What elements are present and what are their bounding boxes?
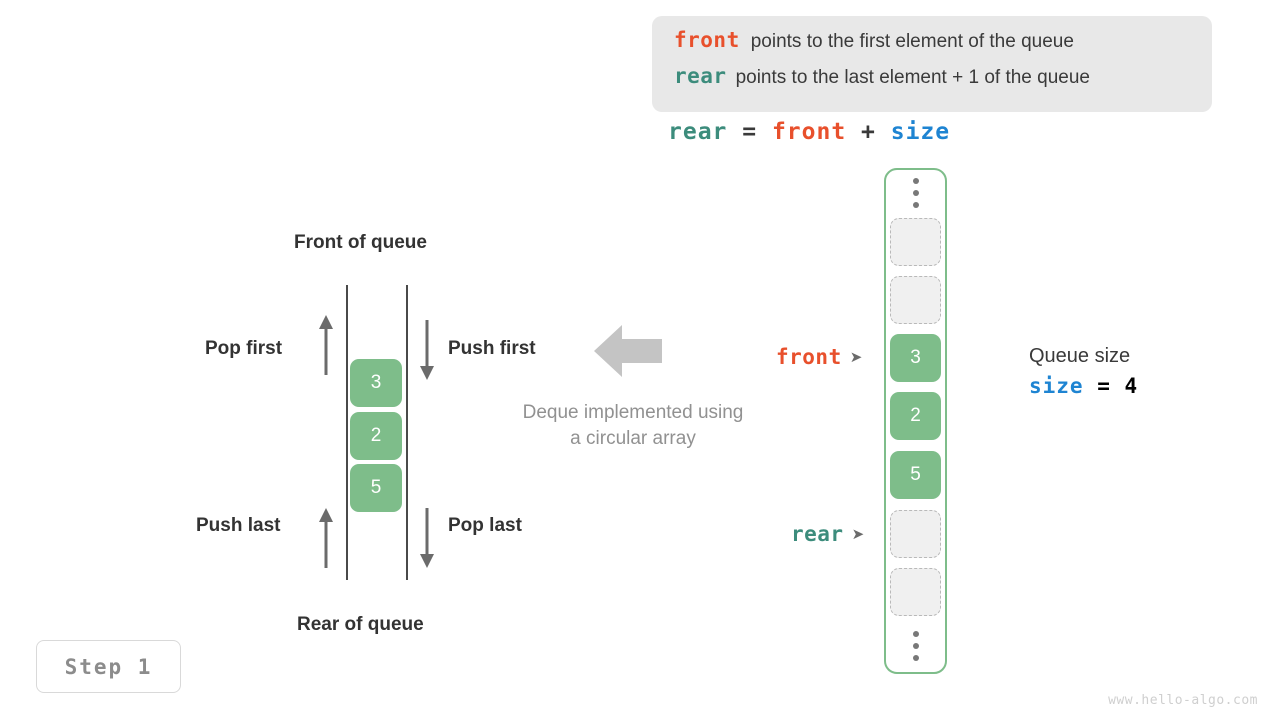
legend-row-front: front points to the first element of the… (674, 28, 1192, 64)
rear-pointer-arrow-icon: ➤ (851, 524, 865, 543)
queue-size-title: Queue size (1029, 345, 1131, 367)
arrow-up-pop-first-icon (319, 315, 333, 375)
rear-pointer: rear ➤ (791, 522, 865, 546)
legend-text-front: points to the first element of the queue (750, 31, 1074, 52)
step-badge: Step 1 (36, 640, 181, 693)
pop-first-label: Pop first (205, 338, 283, 359)
ellipsis-bottom-icon (910, 631, 921, 661)
front-pointer-arrow-icon: ➤ (849, 347, 863, 366)
rear-of-queue-label: Rear of queue (297, 614, 424, 635)
caption-line-2: a circular array (570, 428, 696, 449)
array-cell-empty (890, 276, 941, 324)
front-of-queue-label: Front of queue (294, 232, 427, 253)
front-pointer-label: front (776, 345, 842, 369)
arrow-up-push-last-icon (319, 508, 333, 568)
deque-cell: 2 (350, 412, 402, 460)
array-cell-empty (890, 568, 941, 616)
legend-text-rear: points to the last element + 1 of the qu… (735, 67, 1090, 88)
pop-last-label: Pop last (448, 515, 522, 536)
array-cell-filled: 5 (890, 451, 941, 499)
array-cell-filled: 3 (890, 334, 941, 382)
queue-size-value: 4 (1124, 374, 1139, 398)
caption-line-1: Deque implemented using (522, 402, 744, 423)
deque-cell: 5 (350, 464, 402, 512)
push-last-label: Push last (196, 515, 281, 536)
arrow-down-push-first-icon (420, 320, 434, 380)
watermark: www.hello-algo.com (1108, 693, 1258, 708)
equation-equals: = (727, 119, 772, 145)
array-cell-empty (890, 510, 941, 558)
legend-row-rear: rear points to the last element + 1 of t… (674, 64, 1192, 100)
equation-front-term: front (771, 119, 847, 145)
arrow-down-pop-last-icon (420, 508, 434, 568)
queue-size-var: size (1029, 374, 1084, 398)
queue-size-equation: size = 4 (1029, 370, 1138, 402)
legend-box: front points to the first element of the… (652, 16, 1212, 112)
rear-equation: rear = front + size (668, 119, 950, 145)
deque-cell: 3 (350, 359, 402, 407)
ellipsis-top-icon (910, 178, 921, 208)
equation-lhs: rear (668, 119, 728, 145)
diagram-caption: Deque implemented using a circular array (493, 400, 773, 452)
arrow-left-mapping-icon (594, 325, 662, 377)
rear-pointer-label: rear (791, 522, 844, 546)
array-cell-filled: 2 (890, 392, 941, 440)
equation-size-term: size (890, 119, 951, 145)
legend-keyword-front: front (674, 28, 740, 52)
front-pointer: front ➤ (776, 345, 863, 369)
queue-size-block: Queue size size = 4 (1029, 342, 1138, 402)
legend-keyword-rear: rear (674, 64, 727, 88)
equation-plus: + (846, 119, 891, 145)
deque-rail-left (346, 285, 348, 580)
push-first-label: Push first (448, 338, 536, 359)
deque-rail-right (406, 285, 408, 580)
array-cell-empty (890, 218, 941, 266)
queue-size-equals: = (1083, 374, 1125, 398)
